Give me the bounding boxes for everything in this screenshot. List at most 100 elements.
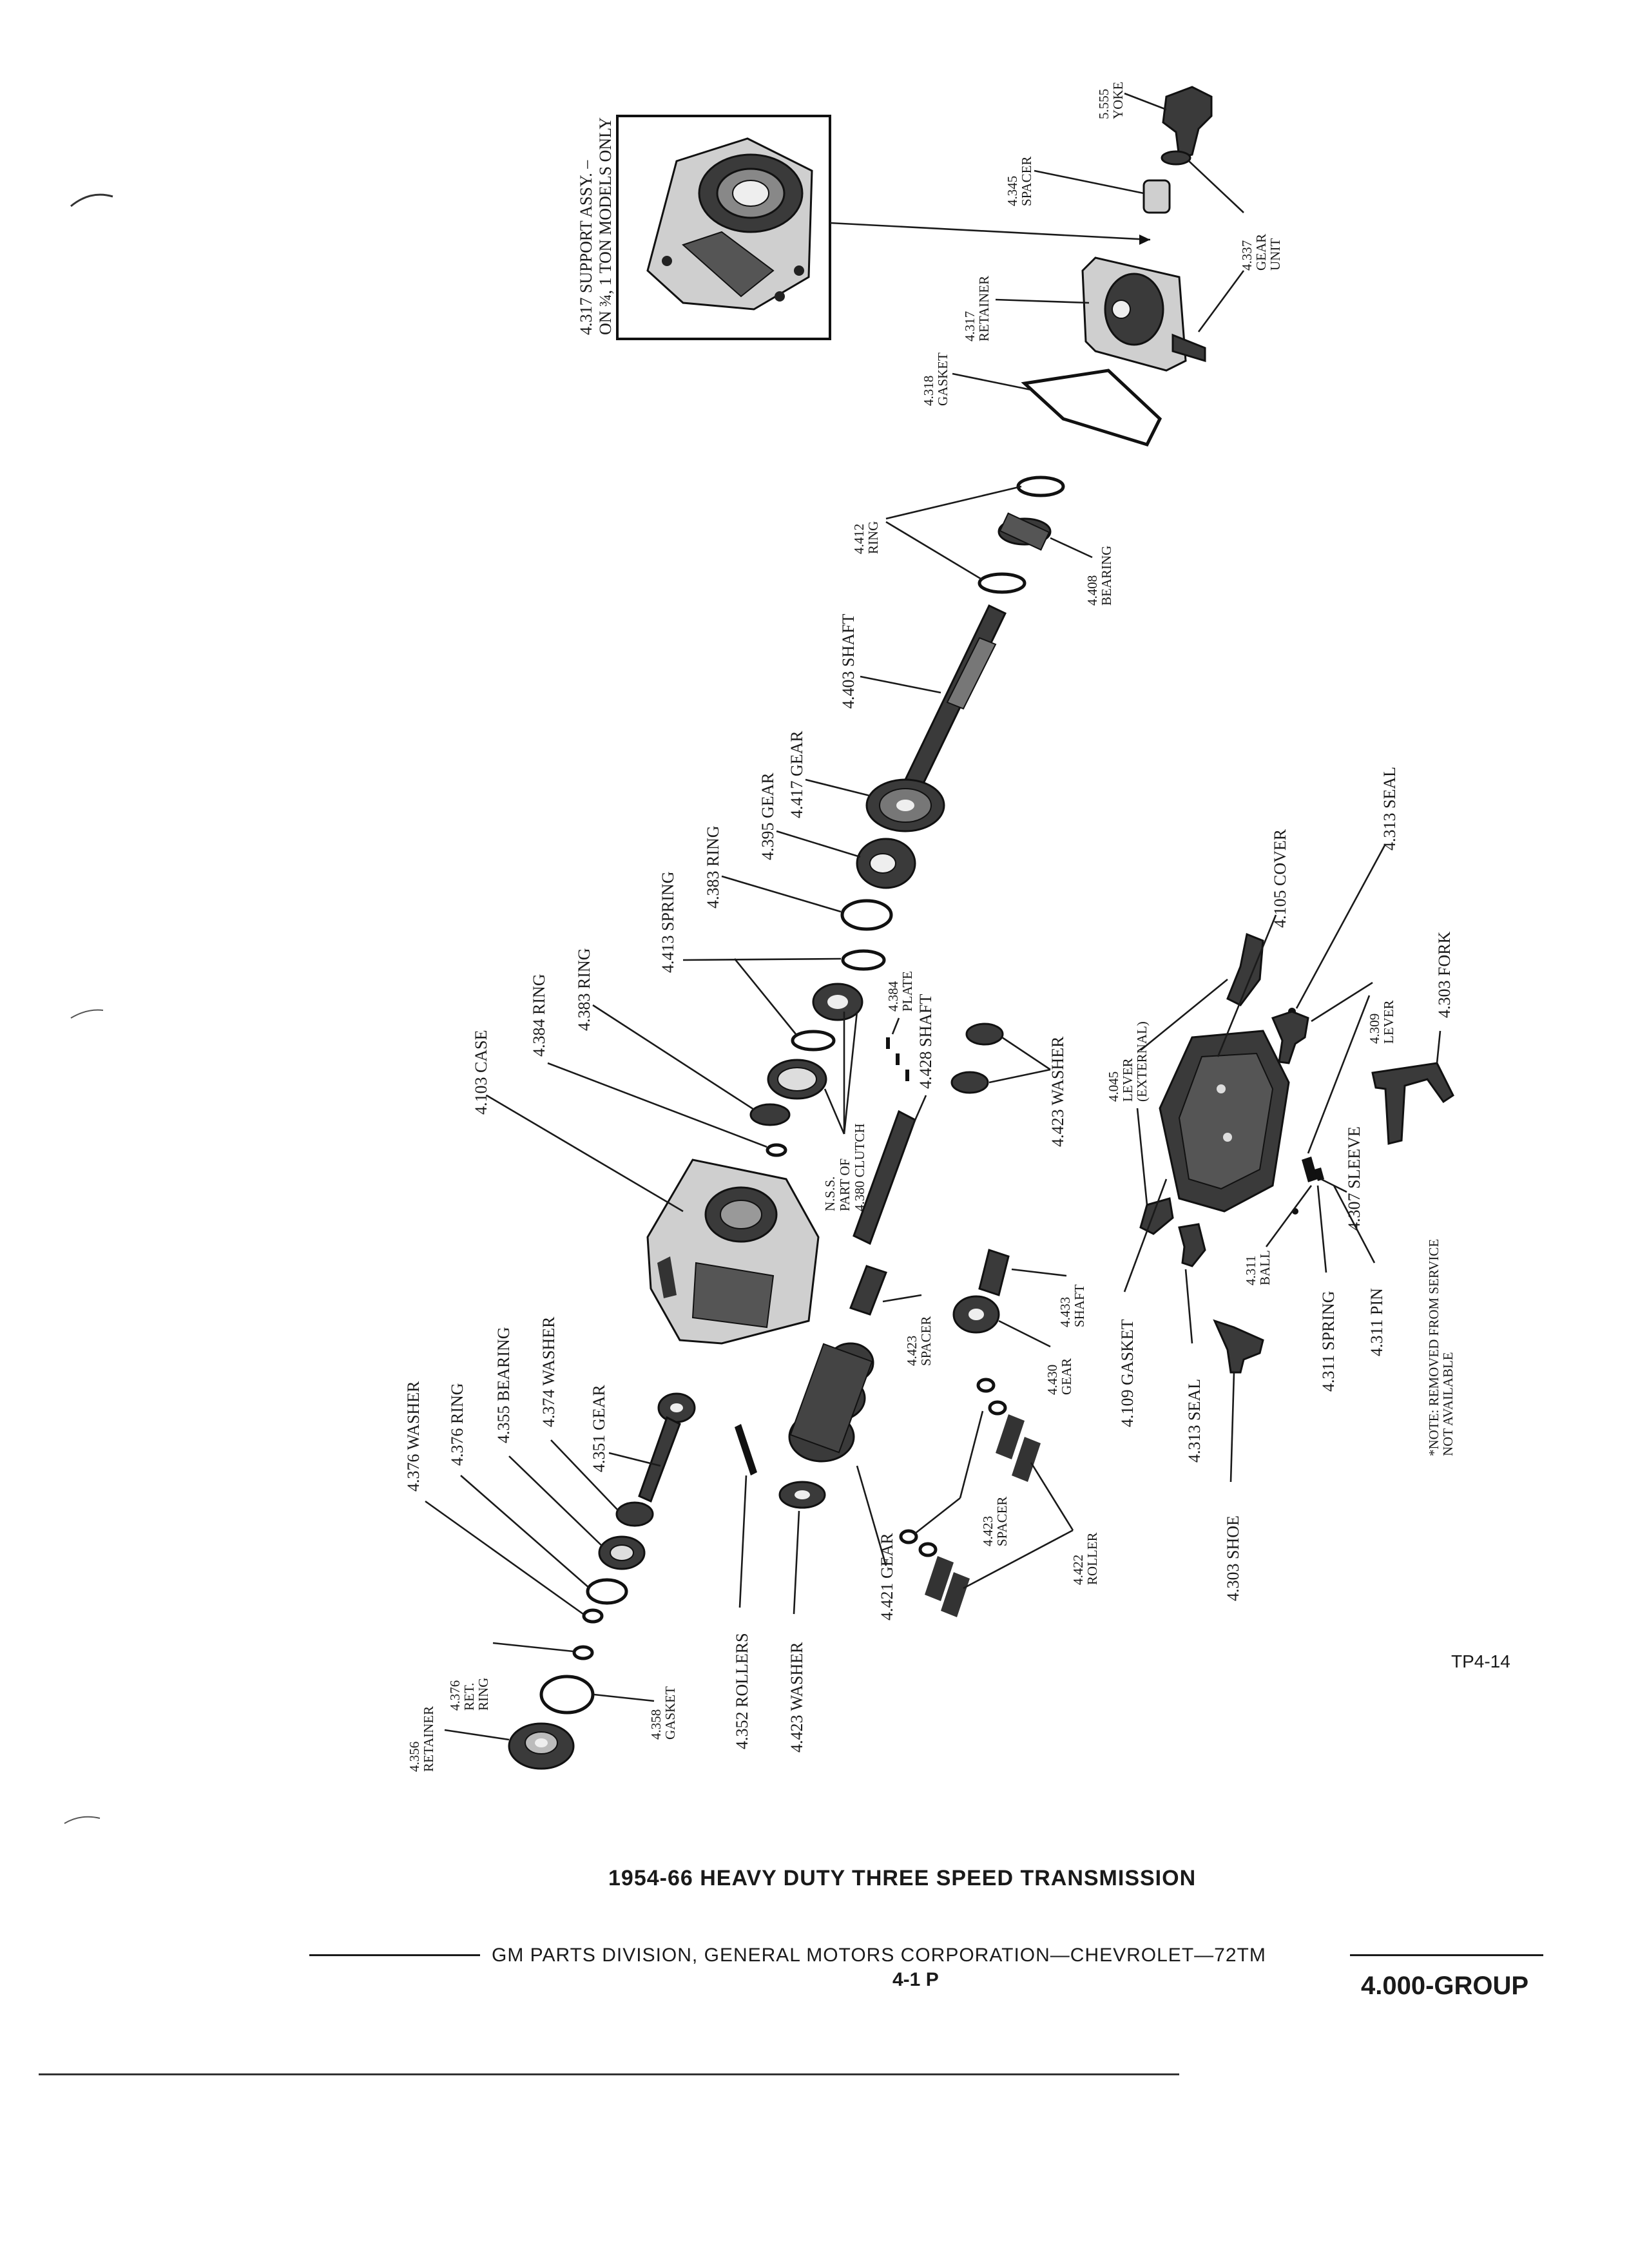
leader-ring-4376	[460, 1475, 590, 1589]
leader-ring-4384	[547, 1062, 767, 1148]
footer-publisher: GM PARTS DIVISION, GENERAL MOTORS CORPOR…	[492, 1945, 1266, 1966]
label-spring-4311: 4.311 SPRING	[1319, 1291, 1338, 1392]
gear-4351-part	[638, 1392, 696, 1503]
label-lever-4045-2: (EXTERNAL)	[1134, 1021, 1150, 1102]
ring-4412-a	[1016, 476, 1065, 497]
label-washer-4423b: 4.423 WASHER	[787, 1642, 806, 1753]
label-lever-4309-num: 4.309	[1367, 1014, 1382, 1044]
label-shaft-4433: SHAFT	[1072, 1284, 1087, 1327]
leader-shaft-4433	[1011, 1268, 1067, 1277]
label-gear-4417: 4.417 GEAR	[787, 731, 806, 818]
washer-4374-part	[615, 1501, 654, 1527]
fork-4303-part	[1371, 1062, 1454, 1145]
ring-4412-b	[978, 572, 1027, 594]
label-gear-4351: 4.351 GEAR	[590, 1385, 608, 1472]
leader-fork-4303	[1436, 1030, 1441, 1064]
shaft-4428-part	[853, 1110, 916, 1245]
leader-washer-4374	[550, 1439, 619, 1512]
leader-gear-4417	[805, 778, 871, 797]
leader-clutch-c	[843, 1011, 858, 1135]
support-assy-illustration	[646, 137, 813, 311]
leader-shoe-4303	[1229, 1372, 1235, 1483]
gear-4430-part	[952, 1295, 1000, 1334]
leader-ring-4412-a	[885, 485, 1022, 520]
label-lever-4045-num: 4.045	[1106, 1072, 1121, 1102]
group-label: 4.000-GROUP	[1361, 1972, 1529, 2000]
leader-washer-4376	[425, 1500, 584, 1615]
leader-spacer-4423a	[882, 1294, 922, 1303]
spacer-4423b-d	[918, 1542, 938, 1557]
label-clutch-1: N.S.S.	[822, 1177, 838, 1211]
retainer-4356-part	[508, 1722, 575, 1770]
label-retring-4376-1: RET.	[461, 1683, 477, 1711]
label-gasket-4358: GASKET	[662, 1686, 678, 1740]
rollers-4352-part	[735, 1424, 757, 1475]
leader-gear-4395	[776, 830, 861, 858]
label-seal-4313b: 4.313 SEAL	[1185, 1379, 1204, 1463]
bottom-rule	[39, 2073, 1179, 2075]
label-lever-4309: LEVER	[1381, 1000, 1396, 1044]
leader-spacer-4345	[1034, 169, 1144, 195]
clutch-4380-sleeve	[767, 1059, 827, 1100]
label-yoke-num: 5.555	[1096, 89, 1112, 119]
label-washer-4423: 4.423 WASHER	[1048, 1036, 1067, 1147]
label-retring-4376-num: 4.376	[447, 1680, 463, 1711]
washer-4423-b	[950, 1071, 989, 1094]
leader-yoke	[1124, 92, 1167, 111]
ring-4376-part	[586, 1578, 628, 1605]
label-gear-unit-2: UNIT	[1268, 238, 1283, 271]
roller-4422-part	[925, 1414, 1041, 1617]
leader-washer-4423b	[793, 1510, 800, 1615]
gear-4417-part	[865, 778, 945, 832]
label-clutch-3: 4.380 CLUTCH	[852, 1124, 867, 1212]
leader-gear-unit-b	[1197, 270, 1245, 332]
ring-4384-part	[766, 1143, 787, 1157]
label-retainer-4356-num: 4.356	[407, 1742, 422, 1772]
bearing-4355-part	[598, 1535, 646, 1570]
label-sleeve-4307: 4.307 SLEEVE	[1345, 1126, 1364, 1231]
lever-4309-inner	[1178, 1223, 1206, 1267]
leader-spring-4311	[1316, 1185, 1327, 1273]
leader-roller-4422-b	[963, 1529, 1074, 1590]
clutch-4380-gear	[812, 983, 863, 1021]
label-roller-4422: ROLLER	[1084, 1532, 1100, 1585]
yoke-part	[1162, 86, 1213, 159]
support-assy-inset: 4.317 SUPPORT ASSY. – ON ¾, 1 TON MODELS…	[577, 115, 1151, 340]
plate-4384-part	[886, 1037, 909, 1081]
label-ring-4383a: 4.383 RING	[704, 825, 722, 908]
gear-4395-part	[856, 838, 916, 889]
label-retainer-4317: RETAINER	[976, 276, 992, 341]
label-gear-unit-num: 4.337	[1239, 240, 1255, 271]
label-roller-4422-num: 4.422	[1070, 1555, 1086, 1585]
figure-code: TP4-14	[1451, 1651, 1510, 1671]
label-ring-4383b: 4.383 RING	[575, 948, 593, 1031]
label-cover-4105: 4.105 COVER	[1271, 829, 1289, 928]
label-washer-4376: 4.376 WASHER	[404, 1381, 423, 1492]
leader-seal-4313b	[1184, 1269, 1193, 1344]
washer-4376-part	[582, 1608, 604, 1624]
note-line1: *NOTE: REMOVED FROM SERVICE	[1426, 1239, 1441, 1456]
spacer-4345-part	[1142, 179, 1171, 214]
shaft-4433-part	[978, 1249, 1010, 1296]
leader-case-4103	[486, 1094, 684, 1213]
label-retainer-4317-num: 4.317	[962, 311, 978, 341]
punch-mark	[70, 1009, 104, 1019]
label-gear-4430-num: 4.430	[1045, 1365, 1060, 1395]
label-washer-4374: 4.374 WASHER	[539, 1316, 558, 1427]
label-spacer-4423b: SPACER	[994, 1497, 1010, 1546]
label-plate-4384-num: 4.384	[885, 981, 901, 1012]
leader-cover-4105	[1217, 914, 1277, 1057]
gear-4421-part	[788, 1342, 874, 1463]
punch-mark	[64, 1816, 101, 1824]
label-ring-4412: RING	[865, 521, 881, 554]
label-pin-4311: 4.311 PIN	[1367, 1288, 1386, 1356]
washer-4423-a	[965, 1023, 1004, 1046]
label-ball-4311: BALL	[1257, 1250, 1273, 1285]
leader-bearing-4408	[1050, 537, 1093, 559]
ring-4383a-part	[840, 899, 893, 931]
label-ring-4412-num: 4.412	[851, 524, 867, 554]
sleeve-4307-part	[1302, 1157, 1324, 1182]
leader-spacer-4423b-a	[959, 1410, 984, 1499]
leader-gear-4421	[856, 1465, 887, 1566]
bearing-4408-part	[998, 512, 1052, 551]
